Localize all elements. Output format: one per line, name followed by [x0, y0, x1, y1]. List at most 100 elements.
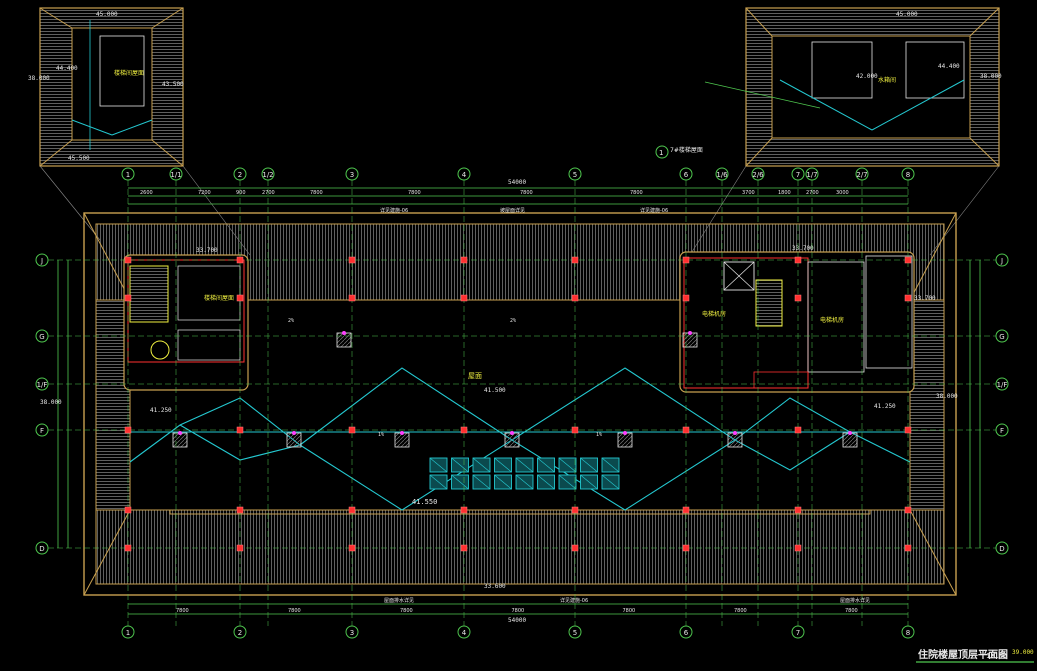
axis-bubble-top-11 — [805, 167, 819, 181]
dim-bottom-text-5: 7800 — [734, 608, 747, 614]
note-top-right: 详见建施-06 — [640, 207, 668, 214]
elevator-shaft — [723, 261, 755, 291]
column-3-3 — [460, 506, 468, 514]
right-stair — [755, 279, 783, 327]
inset-left-inner — [71, 27, 153, 141]
inset-right-elev-top: 45.000 — [896, 11, 918, 18]
axis-label-row-1-1: G — [999, 333, 1004, 341]
column-2-2 — [348, 426, 356, 434]
dim-top-text-1: 7200 — [198, 190, 211, 196]
roof-outlet-dot-0 — [178, 431, 182, 435]
column-3-0 — [124, 506, 132, 514]
skylight-diag-4-0 — [515, 457, 534, 473]
axis-label-top-12: 2/7 — [856, 171, 867, 179]
dim-bottom-text-2: 7800 — [400, 608, 413, 614]
stair-roof-note: 7#楼梯屋面 — [670, 146, 703, 154]
column-4-6 — [794, 544, 802, 552]
skylight-diag-7-1 — [580, 474, 598, 490]
column-1-3 — [460, 294, 468, 302]
dim-top-text-4: 7800 — [310, 190, 323, 196]
inset-right-room-1 — [811, 41, 873, 99]
note-bottom-right: 屋面排水详见 — [840, 597, 870, 604]
column-1-2 — [348, 294, 356, 302]
machine-room-label: 电梯机房 — [820, 316, 844, 324]
column-2-1 — [236, 426, 244, 434]
drawing-title-text: 住院楼屋顶层平面图 — [918, 648, 1008, 661]
inset-right-hip-4 — [969, 137, 1000, 167]
tank-room — [865, 255, 913, 369]
dim-top-text-2: 900 — [236, 190, 246, 196]
dim-top-text-8: 3700 — [742, 190, 755, 196]
axis-label-row-3-0: F — [40, 427, 44, 435]
column-2-4 — [571, 426, 579, 434]
axis-bubble-bottom-6 — [568, 625, 582, 639]
mid-roof-label: 屋面 — [468, 372, 482, 380]
left-stair — [129, 265, 169, 323]
inset-left-elev-left: 38.000 — [28, 75, 50, 82]
skylight-diag-3-1 — [494, 474, 512, 490]
axis-bubble-row-3-1 — [995, 423, 1009, 437]
column-4-3 — [460, 544, 468, 552]
column-4-4 — [571, 544, 579, 552]
left-vent — [150, 340, 170, 360]
structural-columns — [124, 256, 912, 552]
axis-bubble-bottom-4 — [345, 625, 359, 639]
inset-left-hip-4 — [151, 139, 184, 167]
roof-outlet-dot-4 — [623, 431, 627, 435]
left-core-label: 楼梯间屋面 — [204, 294, 234, 302]
dim-bottom-overall: 54000 — [508, 617, 526, 624]
axis-bubble-top-9 — [751, 167, 765, 181]
column-3-2 — [348, 506, 356, 514]
drawing-title: 住院楼屋顶层平面图 1:100 39.000 — [916, 648, 1034, 663]
note-bottom-mid: 详见建施-06 — [560, 597, 588, 604]
inset-left-drain-1 — [71, 119, 113, 136]
dim-top-overall: 54000 — [508, 179, 526, 186]
axis-label-top-9: 2/6 — [752, 171, 764, 179]
dim-top-text-5: 7800 — [408, 190, 421, 196]
roof-bottom-trim — [169, 510, 871, 515]
inset-right: 42.000 44.400 45.000 38.000 水箱间 — [704, 7, 1002, 167]
right-equip-row — [753, 371, 809, 389]
axis-label-row-1-0: G — [39, 333, 44, 341]
axis-label-top-4: 3 — [350, 171, 354, 179]
axis-bubble-row-4-0 — [35, 541, 49, 555]
section-marker: 1 — [655, 145, 669, 159]
dim-top-text-11: 3000 — [836, 190, 849, 196]
dim-bottom-text-6: 7800 — [845, 608, 858, 614]
roof-outlet-dot-8 — [688, 331, 692, 335]
skylight-diag-7-0 — [580, 457, 598, 473]
dim-bottom-text-3: 7800 — [512, 608, 525, 614]
axis-bubble-top-12 — [855, 167, 869, 181]
skylight-diag-2-0 — [472, 457, 491, 473]
skylight-diag-5-0 — [537, 457, 555, 473]
machine-room — [807, 261, 865, 373]
dim-top-text-3: 2700 — [262, 190, 275, 196]
right-side-elev: 33.700 — [914, 295, 936, 302]
slope-label-4: 2% — [510, 318, 516, 324]
axis-label-row-0-1: J — [1000, 257, 1003, 265]
column-4-1 — [236, 544, 244, 552]
roof-outlet-4 — [617, 432, 633, 448]
column-2-7 — [904, 426, 912, 434]
roof-right-band — [909, 299, 945, 511]
inset-right-inner — [771, 35, 971, 139]
roof-outlet-dot-1 — [292, 431, 296, 435]
section-marker-circle — [655, 145, 669, 159]
column-0-1 — [236, 256, 244, 264]
roof-outlet-0 — [172, 432, 188, 448]
slope-label-1: 1% — [378, 432, 384, 438]
inset-left: 44.400 43.500 45.000 45.500 38.000 楼梯间屋面 — [28, 7, 184, 167]
axis-label-top-5: 4 — [462, 171, 467, 179]
mid-elev: 41.250 — [150, 407, 172, 414]
right-core: 电梯机房 电梯机房 33.700 33.700 — [679, 245, 936, 393]
axis-bubble-top-13 — [901, 167, 915, 181]
axis-label-bottom-7: 6 — [684, 629, 689, 637]
axis-label-top-0: 1 — [126, 171, 130, 179]
column-0-7 — [904, 256, 912, 264]
dim-top-text-7: 7800 — [630, 190, 643, 196]
dim-top-text-6: 7800 — [520, 190, 533, 196]
axis-label-top-3: 1/2 — [262, 171, 273, 179]
axis-label-top-10: 7 — [796, 171, 800, 179]
